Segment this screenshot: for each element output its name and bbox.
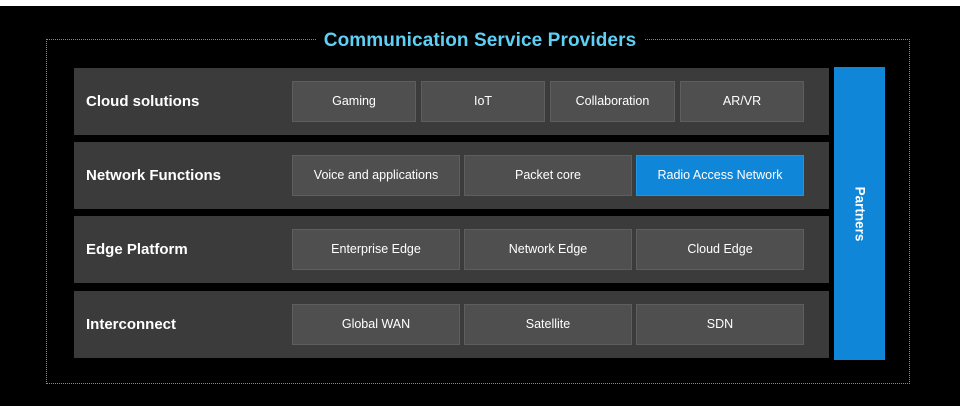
- row-label: Interconnect: [86, 316, 177, 333]
- cell-ar-vr: AR/VR: [680, 81, 804, 122]
- cell-voice-and-applications: Voice and applications: [292, 155, 460, 196]
- cell-network-edge: Network Edge: [464, 229, 632, 270]
- cell-packet-core: Packet core: [464, 155, 632, 196]
- cell-iot: IoT: [421, 81, 545, 122]
- row-cloud-solutions: Cloud solutions Gaming IoT Collaboration…: [74, 68, 829, 135]
- cell-sdn: SDN: [636, 304, 804, 345]
- cell-collaboration: Collaboration: [550, 81, 675, 122]
- row-network-functions: Network Functions Voice and applications…: [74, 142, 829, 209]
- cell-enterprise-edge: Enterprise Edge: [292, 229, 460, 270]
- partners-bar: Partners: [834, 67, 885, 360]
- row-label: Network Functions: [86, 167, 222, 184]
- row-interconnect: Interconnect Global WAN Satellite SDN: [74, 291, 829, 358]
- cell-radio-access-network: Radio Access Network: [636, 155, 804, 196]
- row-edge-platform: Edge Platform Enterprise Edge Network Ed…: [74, 216, 829, 283]
- cell-global-wan: Global WAN: [292, 304, 460, 345]
- row-label: Cloud solutions: [86, 93, 200, 110]
- cell-gaming: Gaming: [292, 81, 416, 122]
- cell-satellite: Satellite: [464, 304, 632, 345]
- diagram-canvas: Communication Service Providers Cloud so…: [0, 6, 960, 406]
- row-label: Edge Platform: [86, 241, 188, 258]
- partners-label: Partners: [852, 186, 867, 241]
- diagram-title: Communication Service Providers: [316, 28, 644, 54]
- cell-cloud-edge: Cloud Edge: [636, 229, 804, 270]
